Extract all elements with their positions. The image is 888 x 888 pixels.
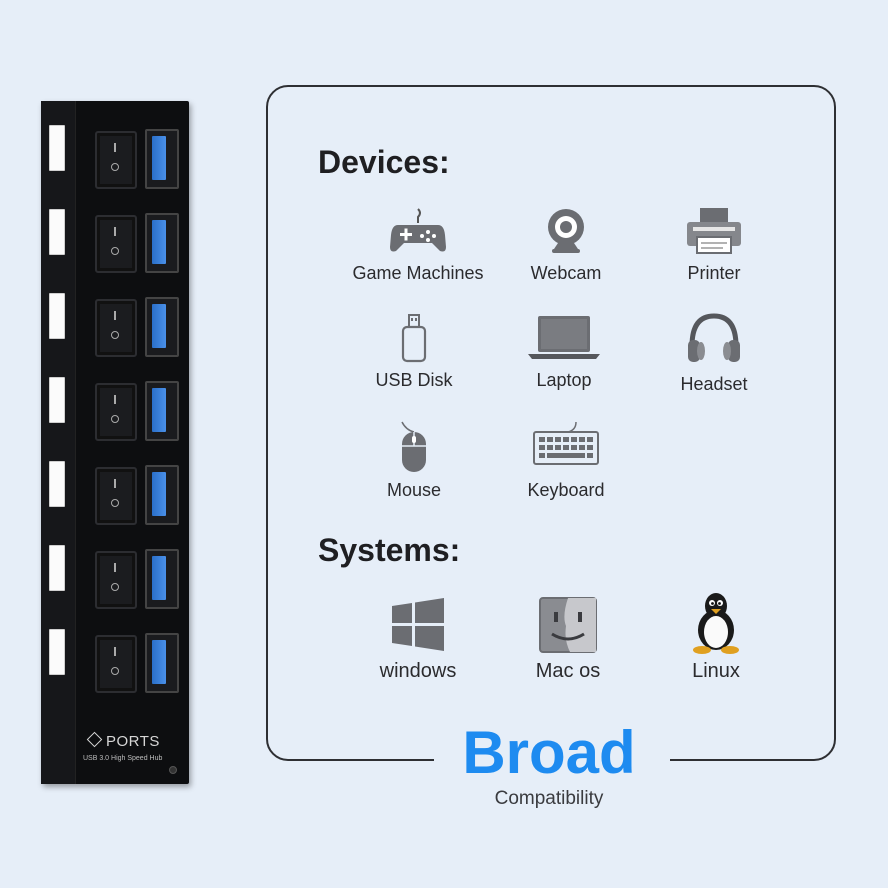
port-switch bbox=[95, 131, 137, 189]
usb-port bbox=[145, 129, 179, 189]
system-label: Linux bbox=[692, 660, 740, 682]
system-mac-os: Mac os bbox=[488, 596, 648, 683]
device-label: Keyboard bbox=[527, 480, 605, 500]
usb-hub-image: PORTS USB 3.0 High Speed Hub bbox=[41, 101, 189, 784]
led-indicator bbox=[49, 545, 65, 591]
hub-subtitle: USB 3.0 High Speed Hub bbox=[83, 755, 163, 762]
hub-brand-label: PORTS bbox=[86, 731, 160, 750]
device-usb-disk: USB Disk bbox=[334, 312, 494, 391]
port-switch bbox=[95, 299, 137, 357]
led-indicator bbox=[49, 125, 65, 171]
tux-penguin-icon bbox=[693, 593, 739, 654]
led-indicator bbox=[49, 461, 65, 507]
device-printer: Printer bbox=[634, 205, 794, 284]
device-headset: Headset bbox=[634, 312, 794, 395]
mac-finder-icon bbox=[539, 597, 597, 653]
hub-power-dot bbox=[169, 766, 177, 774]
usb-port bbox=[145, 465, 179, 525]
system-linux: Linux bbox=[636, 590, 796, 683]
gamepad-icon bbox=[390, 208, 446, 252]
usb-port bbox=[145, 297, 179, 357]
system-windows: windows bbox=[338, 596, 498, 683]
hub-brand-text: PORTS bbox=[106, 733, 160, 750]
device-keyboard: Keyboard bbox=[486, 418, 646, 501]
device-label: Webcam bbox=[530, 263, 602, 283]
port-switch bbox=[95, 215, 137, 273]
device-label: Headset bbox=[680, 374, 748, 394]
device-label: Game Machines bbox=[352, 263, 484, 283]
usb-port bbox=[145, 633, 179, 693]
system-label: windows bbox=[379, 660, 457, 682]
headline-broad: Broad bbox=[462, 719, 636, 786]
port-switch bbox=[95, 551, 137, 609]
usb-disk-icon bbox=[401, 314, 427, 363]
device-laptop: Laptop bbox=[484, 312, 644, 391]
usb-port bbox=[145, 213, 179, 273]
system-label: Mac os bbox=[535, 660, 601, 682]
hub-logo-icon bbox=[86, 731, 103, 748]
port-switch bbox=[95, 635, 137, 693]
device-label: Mouse bbox=[386, 480, 442, 500]
devices-title: Devices: bbox=[318, 144, 450, 180]
port-switch bbox=[95, 467, 137, 525]
headset-icon bbox=[688, 313, 740, 362]
headline-compatibility: Compatibility bbox=[494, 788, 604, 809]
device-webcam: Webcam bbox=[486, 205, 646, 284]
mouse-icon bbox=[401, 421, 426, 472]
headline-gap bbox=[434, 740, 670, 780]
usb-port bbox=[145, 381, 179, 441]
windows-icon bbox=[392, 598, 444, 651]
device-label: USB Disk bbox=[375, 370, 453, 390]
keyboard-icon bbox=[533, 421, 599, 465]
device-mouse: Mouse bbox=[334, 418, 494, 501]
device-game-machines: Game Machines bbox=[338, 205, 498, 284]
device-label: Laptop bbox=[536, 370, 592, 390]
led-indicator bbox=[49, 209, 65, 255]
led-indicator bbox=[49, 293, 65, 339]
webcam-icon bbox=[548, 209, 584, 253]
led-indicator bbox=[49, 377, 65, 423]
device-label: Printer bbox=[687, 263, 741, 283]
systems-title: Systems: bbox=[318, 532, 461, 568]
port-switch bbox=[95, 383, 137, 441]
led-indicator bbox=[49, 629, 65, 675]
usb-port bbox=[145, 549, 179, 609]
printer-icon bbox=[687, 208, 741, 254]
hub-led-rail bbox=[41, 101, 76, 784]
laptop-icon bbox=[528, 316, 600, 359]
